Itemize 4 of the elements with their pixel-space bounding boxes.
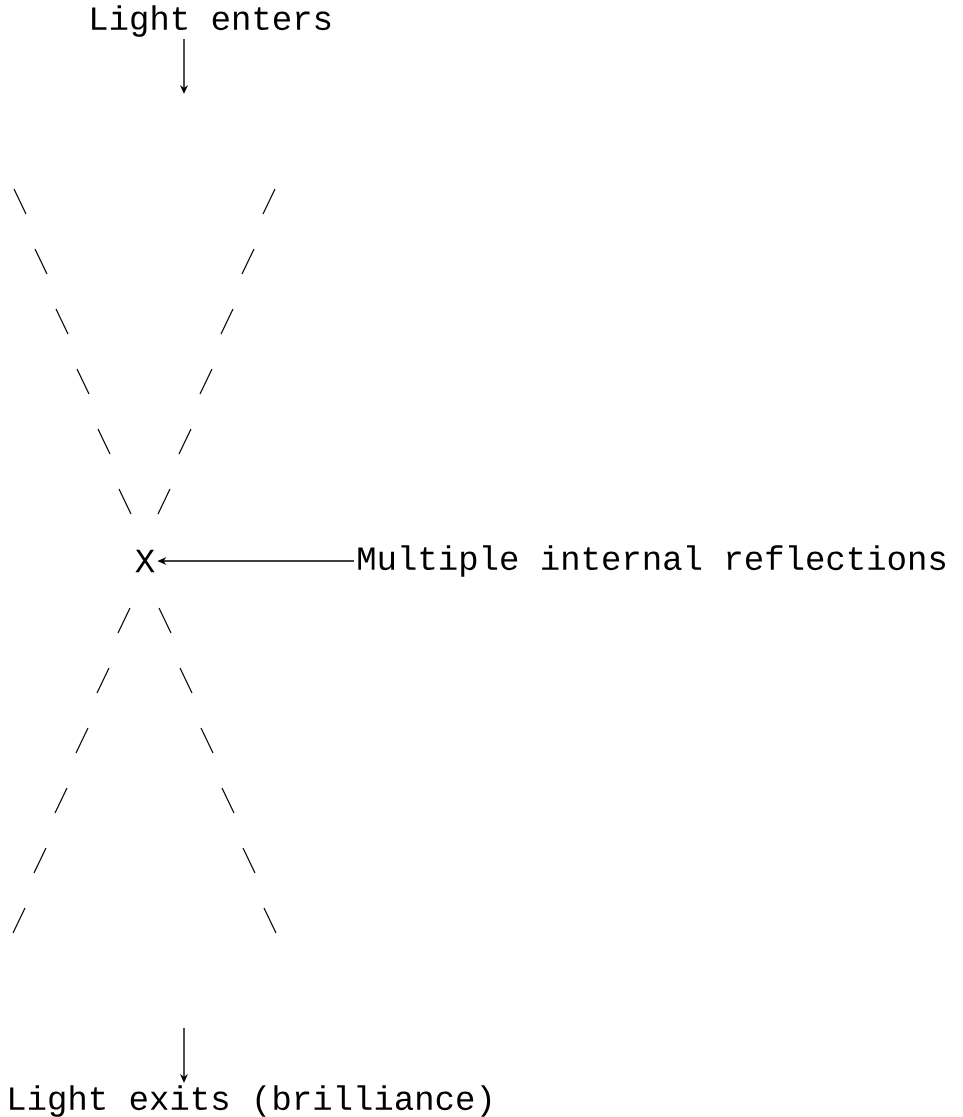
caption-text: Multiple internal reflections (358, 545, 945, 577)
caption-text: Light exits (brilliance) (10, 1085, 491, 1117)
crossing-mark: X (135, 549, 155, 573)
caption-text: Light enters (92, 5, 331, 37)
